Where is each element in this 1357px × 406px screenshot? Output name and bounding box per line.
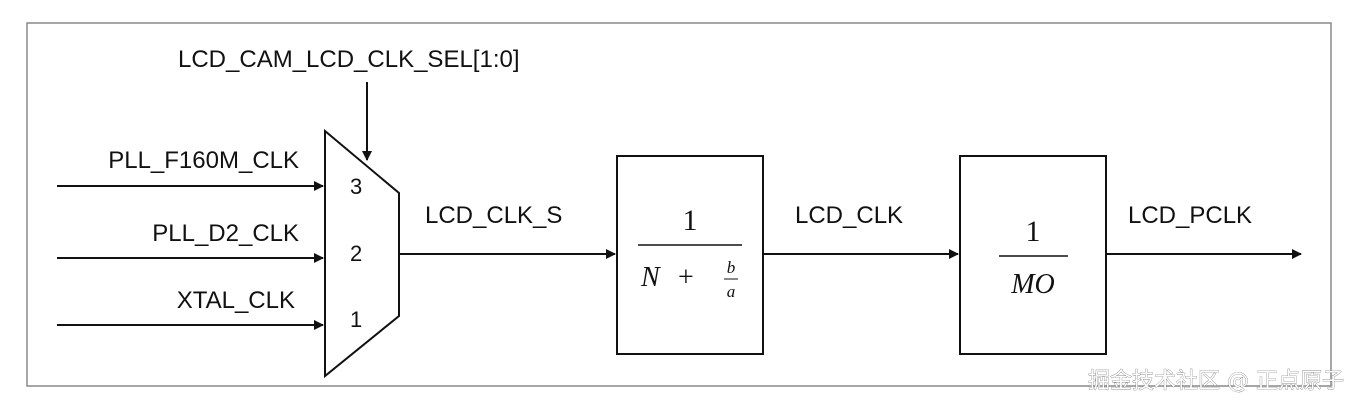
clock-mux (324, 128, 400, 379)
divider-2-box (959, 155, 1107, 355)
divider-1-frac-num: b (727, 258, 736, 277)
select-signal-label: LCD_CAM_LCD_CLK_SEL[1:0] (178, 46, 520, 73)
divider-2-denominator: MO (1010, 269, 1055, 300)
mux-output-label: LCD_CLK_S (425, 202, 562, 229)
divider-1-box (616, 155, 764, 355)
mux-port-1: 1 (350, 307, 362, 332)
input-label-pll-d2: PLL_D2_CLK (152, 220, 299, 247)
input-label-xtal: XTAL_CLK (177, 287, 295, 314)
divider-1-n: N (640, 262, 661, 293)
divider-1-numerator: 1 (683, 204, 698, 237)
watermark: 掘金技术社区 @ 正点原子 (1088, 369, 1344, 394)
divider-1-plus: + (678, 262, 694, 293)
divider-2-numerator: 1 (1026, 215, 1041, 248)
divider-1-frac-den: a (727, 282, 736, 301)
input-label-pll-f160m: PLL_F160M_CLK (108, 147, 299, 174)
output-label: LCD_PCLK (1128, 202, 1252, 229)
mid-signal-label: LCD_CLK (795, 202, 903, 229)
mux-port-3: 3 (350, 174, 362, 199)
mux-port-2: 2 (350, 241, 362, 266)
diagram-frame (26, 22, 1332, 387)
